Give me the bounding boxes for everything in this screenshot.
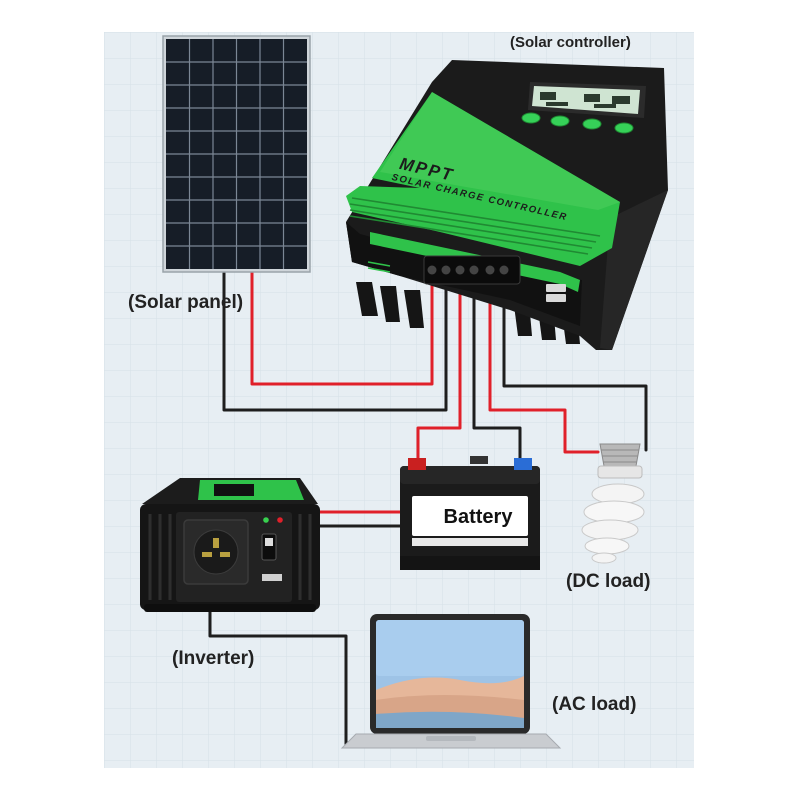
dc-load-bulb — [581, 443, 645, 564]
inverter-indicator-green — [263, 517, 269, 523]
controller-button-1 — [521, 112, 541, 124]
controller-vent — [367, 261, 391, 273]
dc-load-label: (DC load) — [566, 571, 651, 592]
solar-panel — [162, 35, 311, 273]
inverter-power-switch — [261, 533, 277, 561]
solar-controller-label: (Solar controller) — [510, 34, 631, 51]
solar-controller — [346, 60, 668, 350]
inverter-indicator-red — [277, 517, 283, 523]
controller-buttons — [521, 112, 634, 134]
controller-terminals — [423, 255, 521, 285]
battery-positive-wire — [416, 270, 462, 464]
battery-positive-terminal — [408, 458, 426, 470]
controller-lcd-display — [528, 82, 646, 118]
battery-label-panel — [412, 496, 528, 536]
solar-panel-label: (Solar panel) — [128, 292, 244, 313]
ac-load-label: (AC load) — [552, 694, 637, 715]
ac-load-laptop — [340, 614, 562, 749]
inverter — [140, 478, 320, 612]
panel-positive-wire — [250, 268, 434, 386]
dc-load-negative-wire — [502, 270, 648, 452]
laptop-screen — [376, 620, 524, 676]
controller-button-2 — [550, 115, 570, 127]
usb-ports — [546, 284, 566, 302]
controller-button-4 — [614, 122, 634, 134]
battery-negative-terminal — [514, 458, 532, 470]
panel-negative-wire — [222, 268, 448, 412]
battery-label: Battery — [443, 506, 513, 528]
controller-button-3 — [582, 118, 602, 130]
battery-negative-wire — [472, 270, 522, 464]
inverter-label: (Inverter) — [172, 648, 255, 669]
battery — [400, 456, 540, 570]
dc-load-positive-wire — [488, 270, 600, 454]
ac-load-wire — [208, 608, 374, 746]
